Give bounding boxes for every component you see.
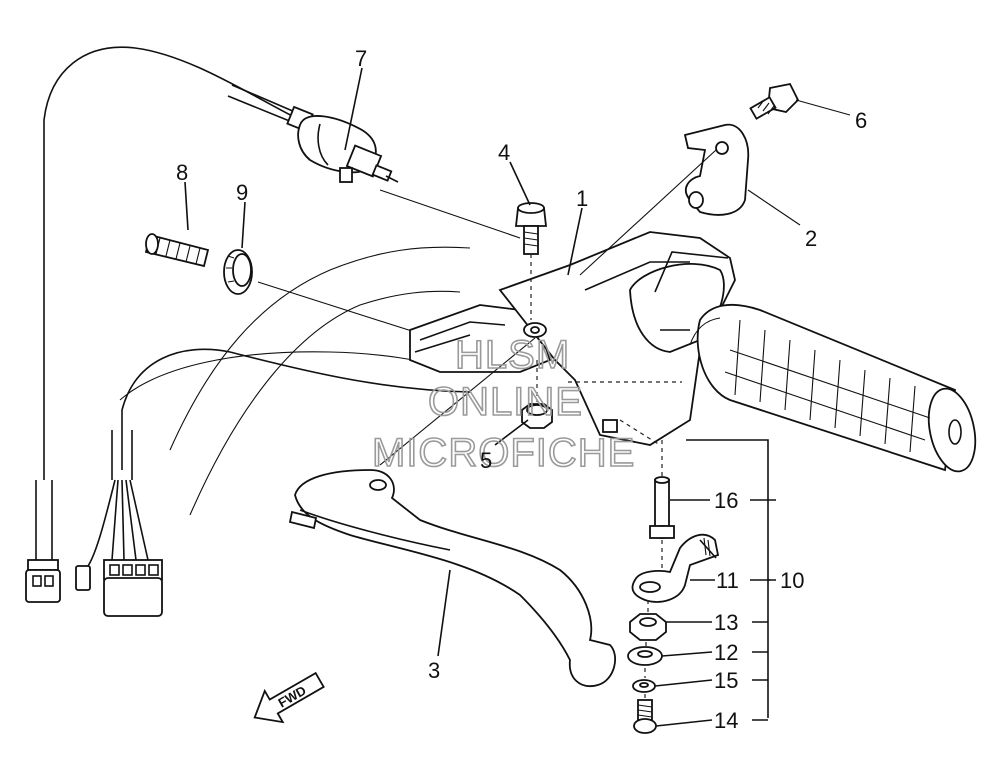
callout-4: 4 xyxy=(498,140,510,165)
adjuster-part-8 xyxy=(144,233,210,268)
callout-1: 1 xyxy=(576,186,588,211)
callout-8: 8 xyxy=(176,160,188,185)
harness-wire xyxy=(75,348,471,617)
callout-5: 5 xyxy=(480,448,492,473)
callout-2: 2 xyxy=(805,226,817,251)
callout-16: 16 xyxy=(714,488,738,513)
screw-part-14 xyxy=(633,699,657,734)
hotstart-bolt-part-16 xyxy=(649,440,675,539)
leader-lines xyxy=(184,67,770,727)
callout-14: 14 xyxy=(714,708,738,733)
callout-9: 9 xyxy=(236,180,248,205)
pivot-bolt-part-4 xyxy=(514,202,548,320)
callout-3: 3 xyxy=(428,658,440,683)
single-pin-connector xyxy=(75,565,91,591)
pivot-nut-part-5 xyxy=(521,360,553,429)
callout-11: 11 xyxy=(716,568,739,593)
callout-13: 13 xyxy=(714,610,738,635)
handlebar-grip xyxy=(689,303,977,473)
clamp-bolt-part-6 xyxy=(749,82,851,120)
watermark-line-3: MICROFICHE xyxy=(372,431,635,475)
hotstart-lever-part-11 xyxy=(631,533,720,603)
clutch-switch-part-7 xyxy=(227,84,521,239)
callout-10: 10 xyxy=(780,568,804,593)
locknut-part-9 xyxy=(223,249,441,341)
switch-wire xyxy=(25,46,301,603)
nut-part-13 xyxy=(629,613,667,641)
callout-7: 7 xyxy=(355,46,367,71)
hotstart-assembly-axis xyxy=(644,540,663,700)
watermark-line-2: ONLINE xyxy=(428,380,583,424)
clamp-part-2 xyxy=(579,123,801,276)
multi-pin-connector xyxy=(103,577,163,617)
watermark-line-1: HLSM xyxy=(455,333,570,377)
pivot-washer xyxy=(523,322,547,338)
clutch-lever-part-3 xyxy=(288,337,616,687)
watermark: HLSM ONLINE MICROFICHE xyxy=(371,332,635,476)
spring-washer-part-15 xyxy=(632,679,656,693)
small-connector xyxy=(25,569,61,603)
callout-12: 12 xyxy=(714,640,738,665)
callout-6: 6 xyxy=(855,108,867,133)
washer-part-12 xyxy=(627,646,663,666)
callout-15: 15 xyxy=(714,668,738,693)
fwd-arrow: FWD xyxy=(253,671,325,724)
lever-holder-part-1 xyxy=(409,231,736,446)
callout-numbers: 7 4 1 8 9 6 2 5 3 16 11 10 13 12 15 14 xyxy=(176,46,867,733)
